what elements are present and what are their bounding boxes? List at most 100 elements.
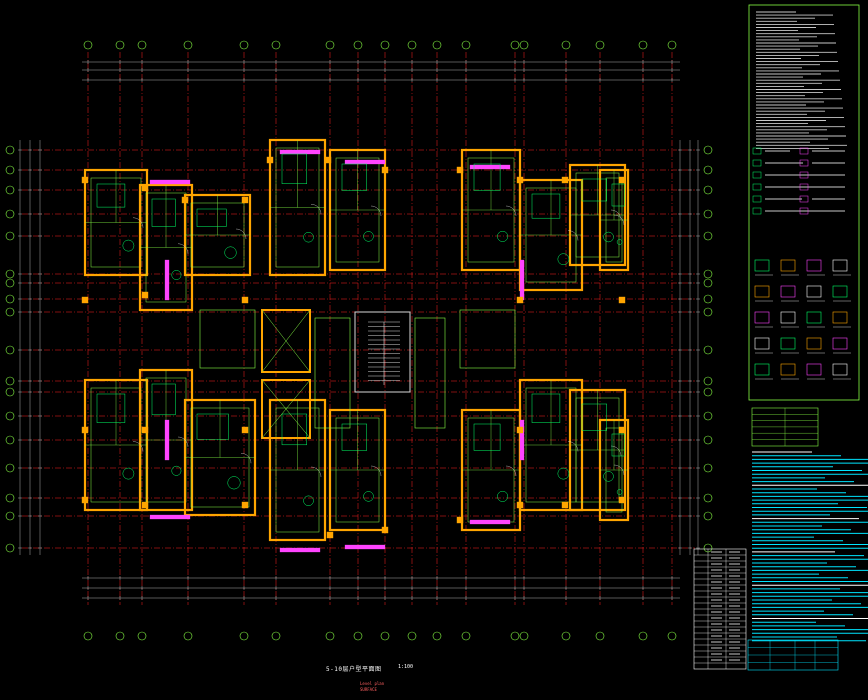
axis-bubble (5, 493, 15, 503)
legend-panel (754, 259, 851, 380)
door-swing-icon (505, 465, 517, 477)
door-swing-icon (613, 464, 625, 476)
legend-symbol-icon (806, 259, 822, 272)
bed-furniture (96, 393, 126, 423)
column-icon (181, 196, 189, 204)
axis-bubble (703, 145, 713, 155)
axis-bubble (432, 631, 442, 641)
column-icon (266, 156, 274, 164)
axis-bubble (83, 40, 93, 50)
axis-bubble (667, 631, 677, 641)
legend-symbol-icon (752, 207, 762, 215)
table-furniture (171, 270, 182, 280)
column-icon (241, 296, 249, 304)
axis-bubble (5, 387, 15, 397)
legend-symbol-icon (832, 311, 848, 324)
door-window-table (693, 548, 839, 671)
elevator-shaft (261, 379, 311, 439)
legend-symbol-icon (832, 285, 848, 298)
column-icon (141, 184, 149, 192)
table-furniture (497, 490, 509, 502)
axis-bubble (703, 511, 713, 521)
elevator-shaft (261, 309, 311, 373)
door-swing-icon (310, 204, 322, 215)
legend-symbol-icon (806, 285, 822, 298)
table-furniture (497, 230, 509, 242)
axis-bubble (703, 435, 713, 445)
corridor (414, 317, 446, 429)
axis-bubble (703, 493, 713, 503)
legend-symbol-icon (754, 337, 770, 350)
notes-panel (748, 4, 868, 642)
column-icon (618, 176, 626, 184)
legend-symbol-icon (832, 259, 848, 272)
axis-bubble (595, 631, 605, 641)
accent-wall (469, 164, 511, 170)
bed-furniture (151, 198, 176, 227)
axis-bubble (5, 511, 15, 521)
accent-wall (279, 149, 321, 155)
legend-symbol-icon (832, 363, 848, 376)
axis-bubble (5, 278, 15, 288)
column-icon (516, 501, 524, 509)
legend-symbol-icon (752, 183, 762, 191)
legend-symbol-icon (754, 259, 770, 272)
axis-bubble (703, 209, 713, 219)
notes-frame (748, 4, 860, 401)
axis-bubble (137, 631, 147, 641)
bed-furniture (196, 208, 227, 227)
door-swing-icon (370, 465, 382, 477)
corridor (314, 317, 351, 429)
plan-subtitle-2: SURFACE (360, 687, 377, 692)
bed-furniture (581, 403, 607, 431)
furniture-layer (96, 153, 625, 506)
axis-bubble (703, 269, 713, 279)
column-icon (324, 156, 332, 164)
door-swing-icon (132, 441, 144, 452)
lobby (459, 309, 516, 369)
door-swing-icon (370, 205, 382, 217)
legend-symbol-icon (780, 285, 796, 298)
bed-furniture (531, 393, 561, 423)
legend-symbol-icon (752, 171, 762, 179)
plan-scale: 1:100 (398, 664, 414, 670)
axis-bubble (703, 294, 713, 304)
table-furniture (616, 489, 623, 495)
legend-symbol-icon (806, 337, 822, 350)
axis-bubble (510, 40, 520, 50)
axis-bubble (5, 435, 15, 445)
column-icon (141, 501, 149, 509)
column-icon (516, 296, 524, 304)
axis-bubble (5, 269, 15, 279)
accent-wall (149, 514, 191, 520)
legend-symbol-icon (754, 285, 770, 298)
legend-symbol-icon (780, 363, 796, 376)
axis-bubble (667, 40, 677, 50)
axis-bubble (115, 631, 125, 641)
legend-symbol-icon (832, 337, 848, 350)
bed-furniture (473, 423, 501, 451)
axis-bubble (5, 209, 15, 219)
axis-bubble (115, 40, 125, 50)
axis-bubble (5, 411, 15, 421)
table-furniture (227, 476, 241, 490)
axis-bubbles (5, 40, 713, 641)
axis-bubble (703, 231, 713, 241)
axis-bubble (561, 631, 571, 641)
bed-furniture (281, 413, 307, 446)
axis-bubble (5, 307, 15, 317)
table-furniture (603, 471, 614, 482)
axis-bubble (510, 631, 520, 641)
elevator-icon (261, 379, 311, 439)
column-icon (241, 196, 249, 204)
axis-bubble (407, 631, 417, 641)
table-furniture (557, 253, 570, 266)
bed-furniture (96, 183, 126, 208)
axis-bubble (83, 631, 93, 641)
axis-bubble (5, 165, 15, 175)
column-icon (456, 166, 464, 174)
door-swing-icon (235, 228, 247, 240)
column-icon (81, 426, 89, 434)
bed-furniture (196, 413, 229, 440)
axis-bubble (239, 631, 249, 641)
